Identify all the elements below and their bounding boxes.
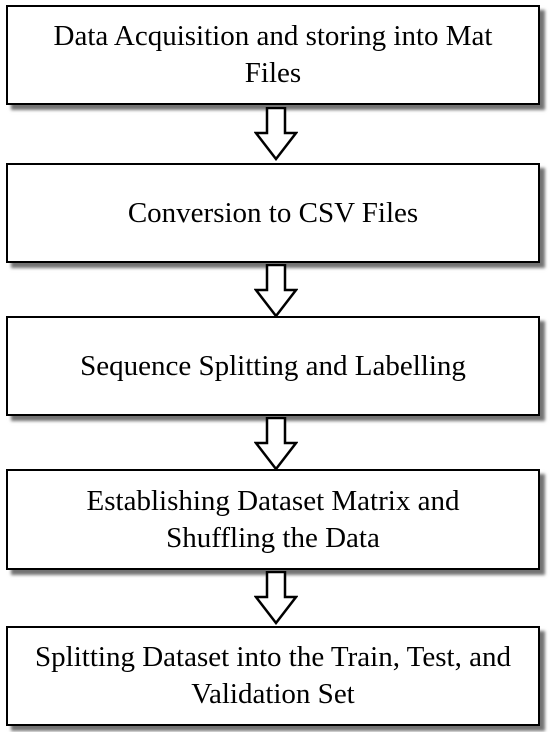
down-arrow-icon (254, 264, 298, 318)
step-data-acquisition: Data Acquisition and storing into Mat Fi… (6, 5, 540, 105)
step-dataset-matrix: Establishing Dataset Matrix and Shufflin… (6, 469, 540, 570)
step-label: Establishing Dataset Matrix and Shufflin… (86, 484, 460, 554)
down-arrow-icon (254, 107, 298, 161)
step-dataset-splitting: Splitting Dataset into the Train, Test, … (6, 626, 540, 726)
step-label: Sequence Splitting and Labelling (80, 349, 466, 382)
step-label: Conversion to CSV Files (127, 196, 419, 229)
step-csv-conversion: Conversion to CSV Files (6, 163, 540, 263)
step-sequence-splitting: Sequence Splitting and Labelling (6, 316, 540, 416)
step-label: Splitting Dataset into the Train, Test, … (35, 641, 511, 710)
down-arrow-icon (254, 571, 298, 625)
down-arrow-icon (254, 417, 298, 471)
step-label: Data Acquisition and storing into Mat Fi… (53, 20, 493, 89)
